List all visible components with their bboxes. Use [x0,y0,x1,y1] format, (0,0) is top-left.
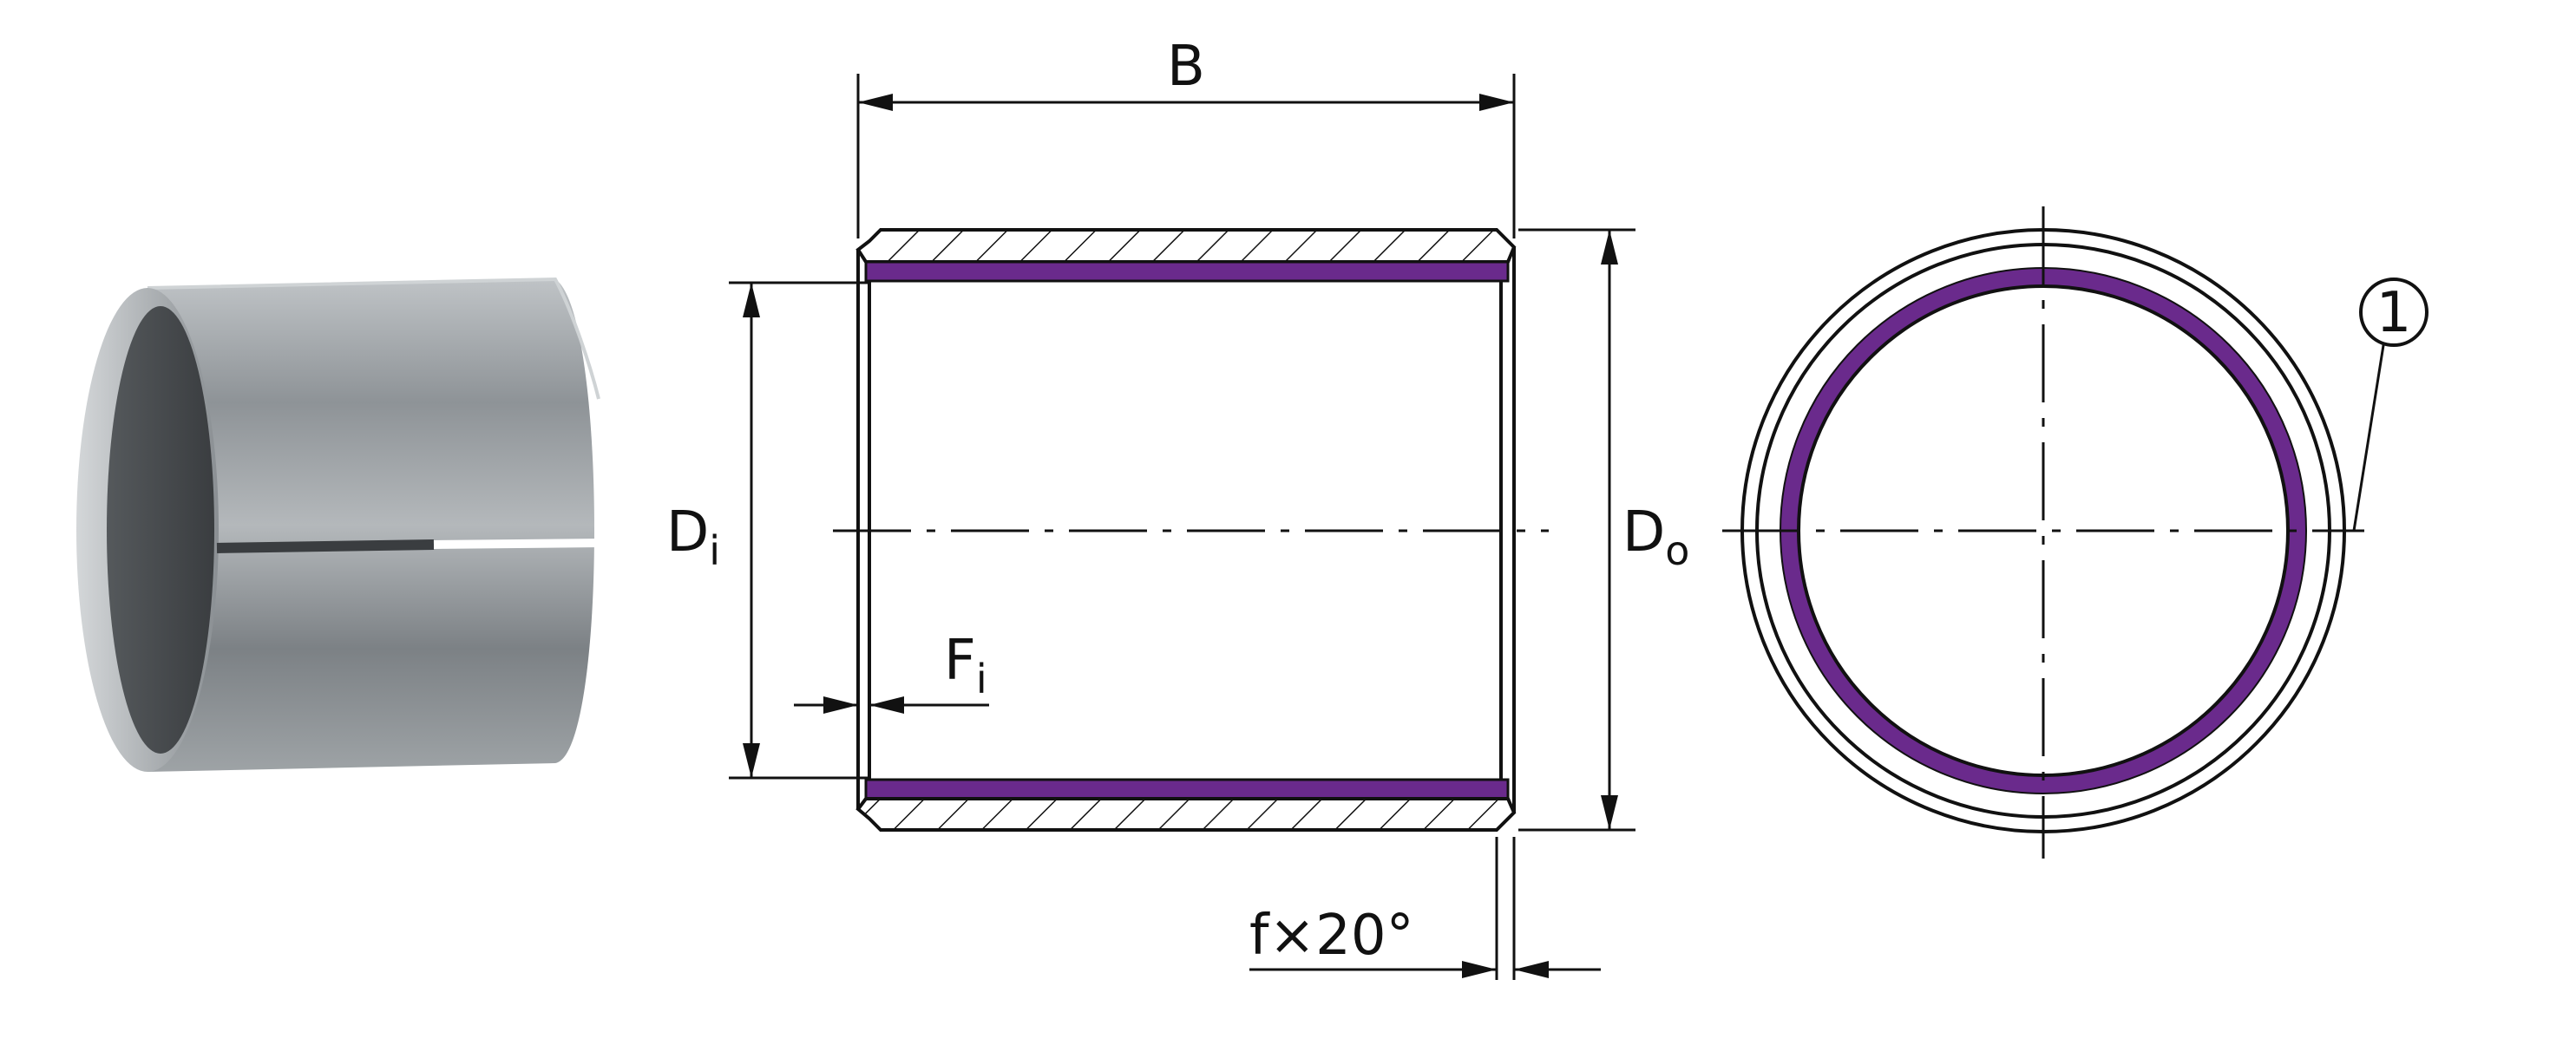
bushing-shell-body [147,279,594,772]
bushing-top-highlight [147,277,600,400]
b-label: B [1167,35,1205,99]
callout-circle [2359,278,2429,347]
bushing-split-gap [433,539,604,549]
do-label: Do [1622,500,1689,574]
chamfer-label: f×20° [1249,904,1414,968]
bushing-bore [107,306,214,754]
fi-label: Fi [944,629,987,702]
bottom-wall-section [855,797,1517,832]
bushing-split-shadow [216,539,435,553]
top-wall-section [855,228,1517,264]
cross-section [833,228,1549,832]
di-label: Di [666,500,720,574]
end-view: 1 [1722,206,2429,859]
callout-leader [2352,339,2386,532]
top-sliding-layer [864,260,1510,283]
callout-number: 1 [2376,281,2412,345]
dimensions: B Di Do Fi f×20° [666,35,1689,980]
bottom-sliding-layer [864,778,1510,800]
bushing-photo [76,277,604,772]
